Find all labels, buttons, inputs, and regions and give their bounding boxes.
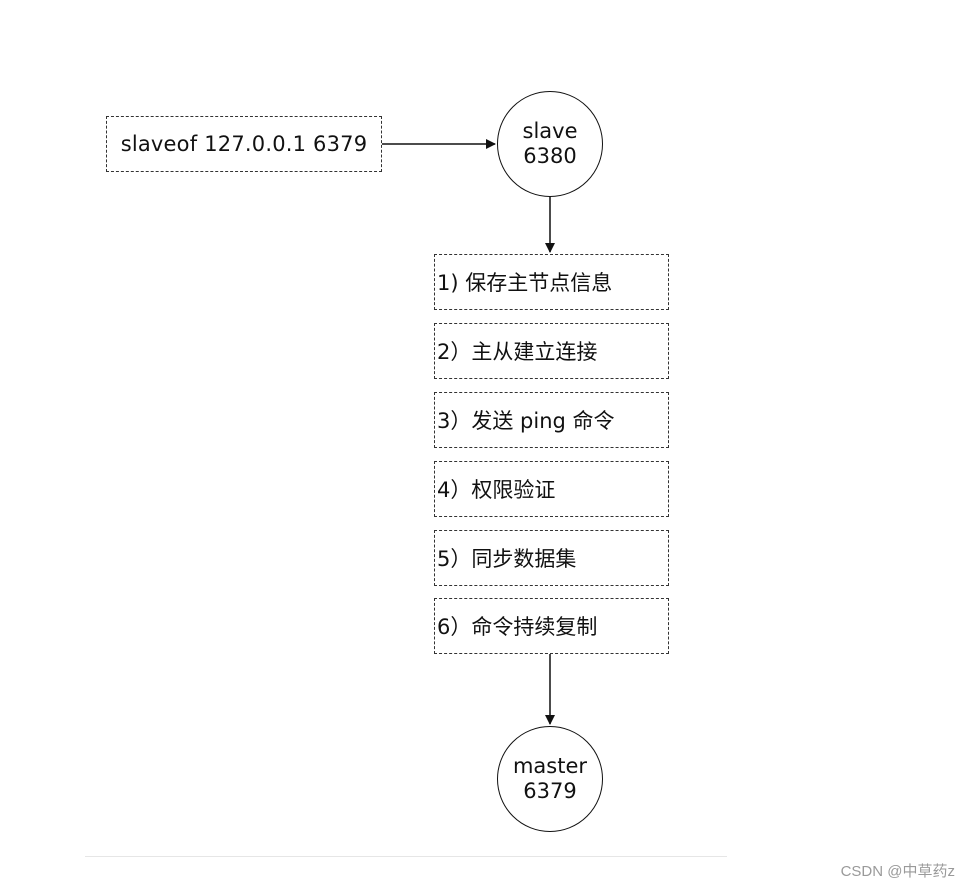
step-label: 3）发送 ping 命令 [437, 409, 615, 433]
step-box-4: 4）权限验证 [434, 461, 669, 517]
slaveof-command-box: slaveof 127.0.0.1 6379 [106, 116, 382, 172]
step-box-1: 1) 保存主节点信息 [434, 254, 669, 310]
bottom-divider [85, 856, 727, 857]
slave-node-label: slave [522, 119, 578, 143]
slave-node: slave 6380 [497, 91, 603, 197]
master-node: master 6379 [497, 726, 603, 832]
step-box-6: 6）命令持续复制 [434, 598, 669, 654]
step-label: 4）权限验证 [437, 478, 556, 502]
step-label: 6）命令持续复制 [437, 615, 598, 639]
step-box-3: 3）发送 ping 命令 [434, 392, 669, 448]
step-label: 2）主从建立连接 [437, 340, 598, 364]
slaveof-command-text: slaveof 127.0.0.1 6379 [120, 132, 368, 156]
master-node-label: master [512, 754, 588, 778]
csdn-watermark: CSDN @中草药z [840, 863, 955, 880]
step-label: 1) 保存主节点信息 [437, 271, 613, 295]
step-box-5: 5）同步数据集 [434, 530, 669, 586]
master-node-port: 6379 [523, 779, 577, 803]
step-label: 5）同步数据集 [437, 547, 577, 571]
step-box-2: 2）主从建立连接 [434, 323, 669, 379]
slave-node-port: 6380 [523, 144, 577, 168]
